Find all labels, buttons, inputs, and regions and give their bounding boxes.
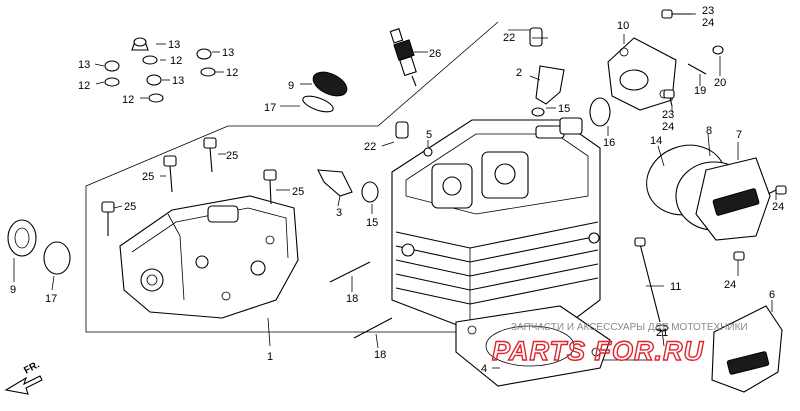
- callout-22-b: 22: [364, 141, 376, 153]
- callout-9-upper: 9: [288, 80, 294, 92]
- callout-16: 16: [603, 137, 615, 149]
- callout-13-d: 13: [222, 47, 234, 59]
- head-gasket: [455, 305, 611, 387]
- callout-24-c: 24: [772, 201, 784, 213]
- leader-lines: [13, 13, 777, 369]
- callout-6: 6: [769, 289, 775, 301]
- callout-24-a: 24: [702, 17, 714, 29]
- front-direction-arrow: FR.: [4, 359, 43, 395]
- callout-9-lower: 9: [10, 284, 16, 296]
- callout-18-b: 18: [374, 349, 386, 361]
- callout-17-upper: 17: [264, 102, 276, 114]
- dowel-pins: [395, 27, 543, 157]
- cam-part-3: [317, 169, 379, 203]
- tappet-cap-upper: [302, 71, 348, 113]
- head-cover: [119, 195, 299, 319]
- callout-10: 10: [617, 20, 629, 32]
- callout-12-d: 12: [226, 67, 238, 79]
- spark-plug: [389, 28, 428, 87]
- side-cover-group: [646, 144, 771, 241]
- callout-20: 20: [714, 77, 726, 89]
- callout-2: 2: [516, 67, 522, 79]
- fr-label: FR.: [22, 359, 42, 376]
- callout-5: 5: [426, 129, 432, 141]
- callout-25-c: 25: [292, 186, 304, 198]
- cylinder-head: [391, 117, 601, 331]
- tappet-cap-lower: [7, 219, 71, 275]
- callout-21: 21: [656, 327, 668, 339]
- callout-22-a: 22: [503, 32, 515, 44]
- callout-3: 3: [336, 207, 342, 219]
- callout-13-a: 13: [168, 39, 180, 51]
- callout-8: 8: [706, 125, 712, 137]
- watermark-logo: PARTS FOR.RU: [492, 336, 705, 366]
- callout-15-a: 15: [558, 103, 570, 115]
- studs-18: [329, 261, 393, 339]
- manifold: [589, 37, 677, 127]
- callout-17-lower: 17: [45, 293, 57, 305]
- bolt-25: [101, 137, 277, 236]
- callout-12-a: 12: [170, 55, 182, 67]
- callout-15-b: 15: [366, 217, 378, 229]
- callout-labels: 1 2 3 4 5 6 7 8 9 9 10 11 12 12 12 12 13…: [10, 5, 784, 375]
- bolts-23-24: [661, 9, 787, 261]
- callout-14: 14: [650, 135, 662, 147]
- callout-13-c: 13: [172, 75, 184, 87]
- callout-26: 26: [429, 48, 441, 60]
- callout-25-b: 25: [142, 171, 154, 183]
- callout-12-c: 12: [122, 94, 134, 106]
- callout-23-b: 23: [662, 109, 674, 121]
- callout-23-a: 23: [702, 5, 714, 17]
- part-6-cover: [711, 305, 783, 393]
- watermark-text: ЗАПЧАСТИ И АКСЕССУАРЫ ДЛЯ МОТОТЕХНИКИ: [511, 322, 748, 333]
- callout-7: 7: [736, 129, 742, 141]
- stud-bolt-11: [634, 237, 669, 332]
- watermark: ЗАПЧАСТИ И АКСЕССУАРЫ ДЛЯ МОТОТЕХНИКИ PA…: [491, 322, 748, 367]
- callout-24-d: 24: [724, 279, 736, 291]
- callout-19: 19: [694, 85, 706, 97]
- cap-nuts-and-washers: [104, 37, 216, 103]
- callout-18-a: 18: [346, 293, 358, 305]
- callout-24-b: 24: [662, 121, 674, 133]
- callout-25-d: 25: [124, 201, 136, 213]
- callout-1: 1: [267, 351, 273, 363]
- callout-12-b: 12: [78, 80, 90, 92]
- callout-13-b: 13: [78, 59, 90, 71]
- intake-pipe: [531, 65, 565, 117]
- callout-4: 4: [481, 363, 487, 375]
- callout-11: 11: [670, 281, 681, 293]
- callout-25-a: 25: [226, 150, 238, 162]
